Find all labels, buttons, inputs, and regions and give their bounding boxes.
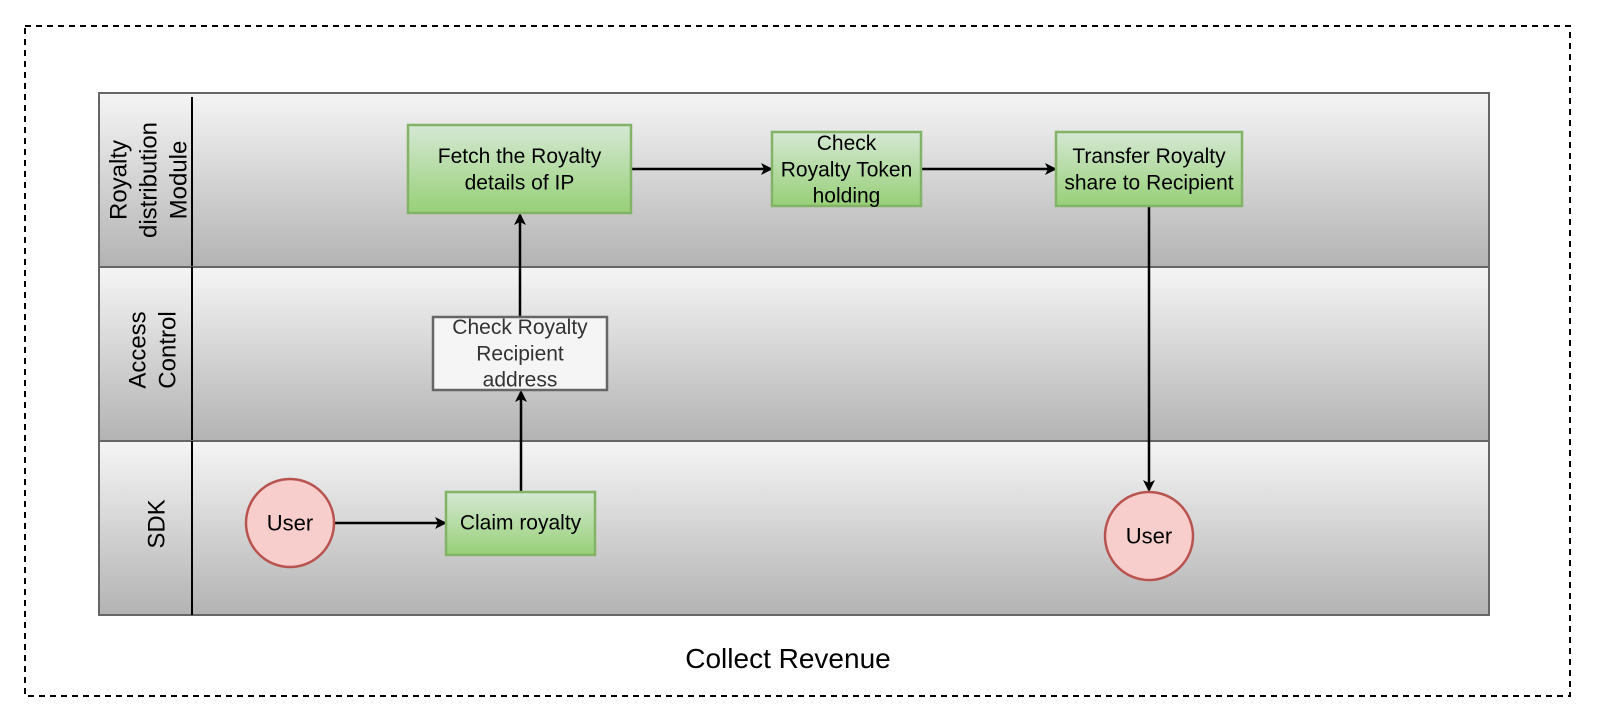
text-line: User: [1126, 524, 1172, 549]
text-line: Check Royalty: [452, 316, 588, 339]
node-fetch-royalty-details-label: Fetch the Royalty details of IP: [438, 145, 602, 194]
text-line: Claim royalty: [460, 511, 582, 534]
node-user-end-label: User: [1126, 524, 1172, 549]
text-line: Royalty Token: [781, 158, 913, 181]
text-line: SDK: [143, 499, 170, 548]
text-line: Control: [154, 311, 181, 388]
text-line: share to Recipient: [1064, 171, 1233, 194]
text-line: distribution: [135, 122, 162, 238]
text-line: Recipient: [476, 342, 564, 365]
node-transfer-royalty-share: Transfer Royalty share to Recipient: [1054, 130, 1244, 208]
lane-label-sdk: SDK: [143, 499, 170, 548]
text-line: Module: [165, 141, 192, 220]
node-user-start-label: User: [267, 511, 313, 536]
text-line: Fetch the Royalty: [438, 145, 602, 168]
node-claim-royalty-label: Claim royalty: [460, 511, 582, 534]
node-transfer-royalty-share-label: Transfer Royalty share to Recipient: [1064, 145, 1233, 194]
edges: [335, 163, 1155, 529]
text-line: holding: [813, 185, 881, 208]
node-user-start: User: [244, 477, 336, 569]
text-line: address: [483, 369, 558, 392]
outer-dashed-frame: [24, 25, 1571, 697]
text-line: Access: [124, 311, 151, 388]
node-user-end: User: [1103, 490, 1195, 582]
text-line: Royalty: [105, 140, 132, 220]
text-line: Transfer Royalty: [1072, 145, 1226, 168]
node-fetch-royalty-details: Fetch the Royalty details of IP: [406, 123, 633, 215]
diagram-caption: Collect Revenue: [685, 643, 890, 674]
text-line: User: [267, 511, 313, 536]
text-line: details of IP: [465, 171, 575, 194]
text-line: Check: [817, 132, 877, 155]
node-claim-royalty: Claim royalty: [444, 490, 597, 557]
